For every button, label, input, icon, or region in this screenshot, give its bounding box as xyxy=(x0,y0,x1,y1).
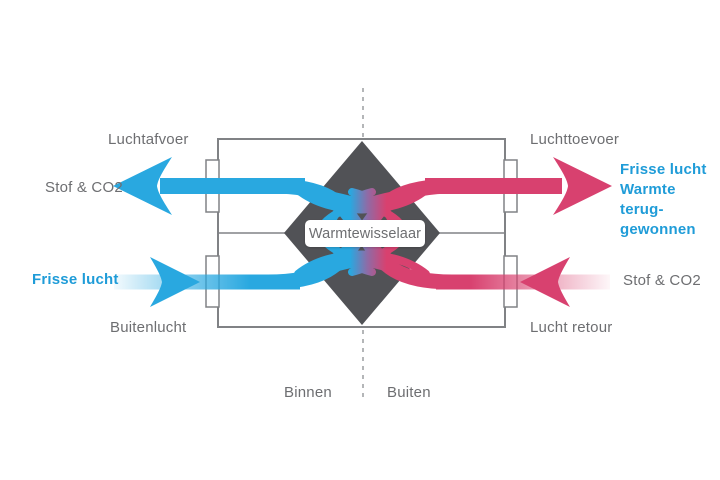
label-stof-co2-right: Stof & CO2 xyxy=(623,272,701,289)
exhaust-arrowhead-left xyxy=(113,157,172,215)
return-arrowhead xyxy=(520,257,570,307)
label-frisse-lucht-warmte-teruggewonnen: Frisse lucht Warmte terug- gewonnen xyxy=(620,161,707,238)
label-luchttoevoer: Luchttoevoer xyxy=(530,131,620,148)
label-buiten: Buiten xyxy=(387,384,431,401)
supply-arrowhead-right xyxy=(553,157,612,215)
intake-arrowhead xyxy=(150,257,200,307)
weave-strand xyxy=(294,250,430,278)
label-buitenlucht: Buitenlucht xyxy=(110,319,187,336)
label-frisse-lucht: Frisse lucht xyxy=(32,271,119,288)
label-stof-co2-left: Stof & CO2 xyxy=(45,179,123,196)
label-lucht-retour: Lucht retour xyxy=(530,319,613,336)
exchanger-label-chip: Warmtewisselaar xyxy=(305,220,425,247)
label-binnen: Binnen xyxy=(284,384,332,401)
label-luchtafvoer: Luchtafvoer xyxy=(108,131,189,148)
